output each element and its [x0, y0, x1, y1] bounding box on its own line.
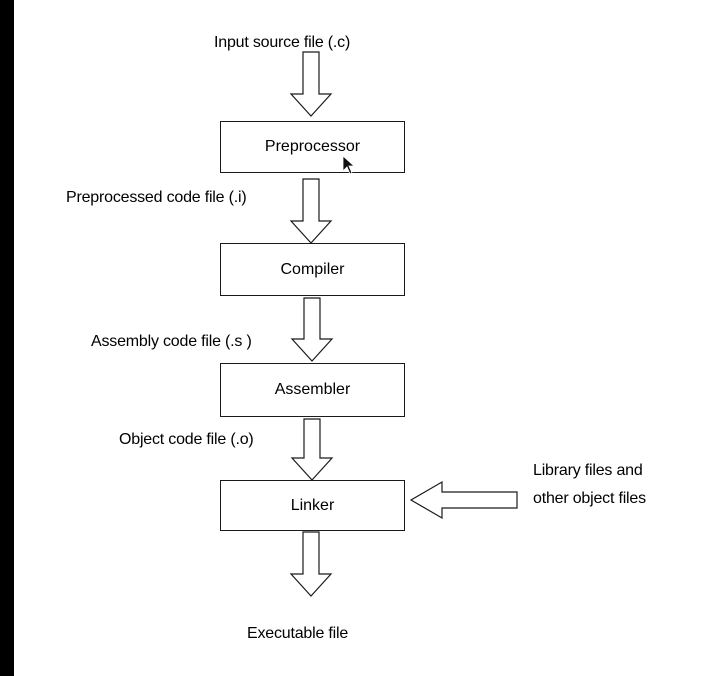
arrow-library-to-linker	[409, 480, 518, 520]
linker-label: Linker	[290, 496, 335, 514]
preprocessor-box: Preprocessor	[220, 121, 405, 173]
preprocessor-label: Preprocessor	[264, 138, 361, 155]
diagram-canvas	[14, 0, 716, 676]
arrow-input-to-preprocessor	[289, 51, 333, 117]
arrow-preprocessor-to-compiler	[289, 178, 333, 244]
library-files-label-line1: Library files and	[533, 462, 643, 479]
linker-box: Linker	[220, 480, 405, 531]
assembler-box: Assembler	[220, 363, 405, 417]
executable-file-label: Executable file	[247, 625, 349, 642]
input-source-label: Input source file (.c)	[214, 34, 351, 51]
arrow-assembler-to-linker	[290, 418, 334, 481]
assembler-label: Assembler	[274, 381, 351, 398]
compiler-label: Compiler	[280, 260, 345, 278]
library-files-label-line2: other object files	[533, 490, 646, 507]
arrow-compiler-to-assembler	[290, 297, 334, 362]
preprocessed-code-label: Preprocessed code file (.i)	[66, 189, 247, 206]
arrow-linker-to-executable	[289, 531, 333, 597]
compiler-box: Compiler	[220, 243, 405, 296]
mouse-pointer-icon	[342, 155, 356, 175]
object-code-label: Object code file (.o)	[119, 431, 254, 448]
assembly-code-label: Assembly code file (.s )	[91, 333, 252, 350]
